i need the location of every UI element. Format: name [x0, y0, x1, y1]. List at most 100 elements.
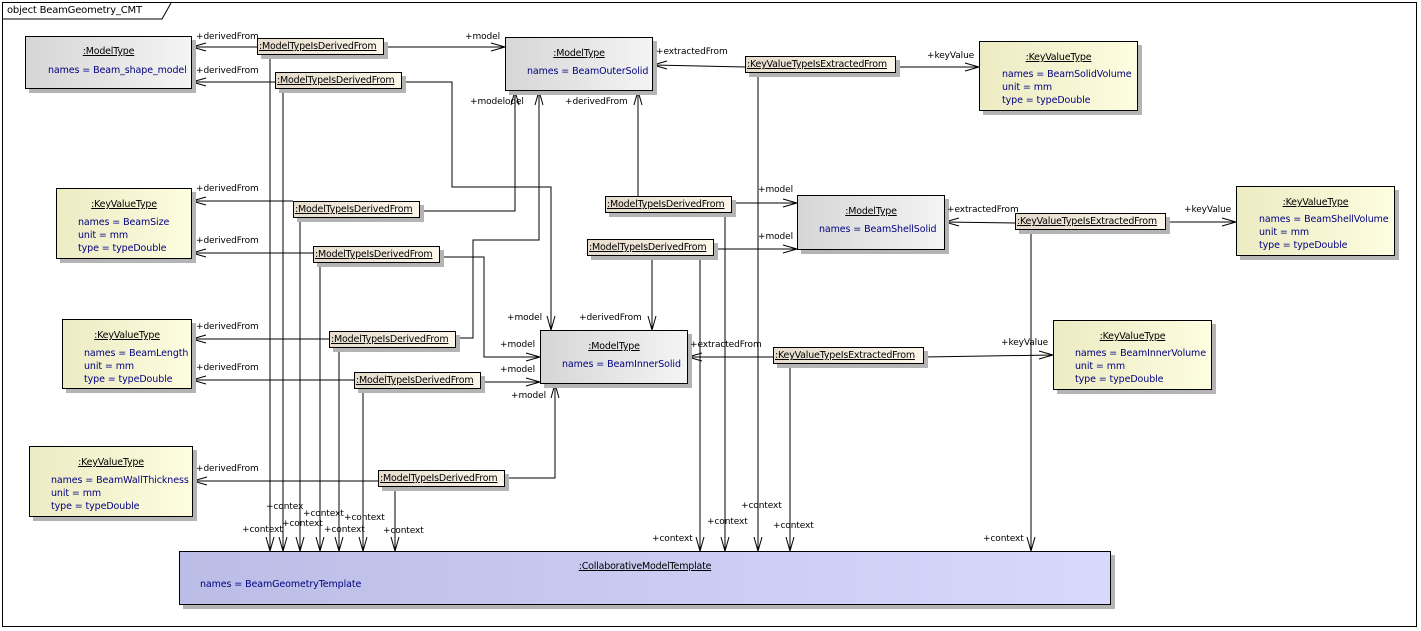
model-node-beam-shell-solid[interactable]: :ModelType names = BeamShellSolid [797, 195, 945, 250]
node-title: :KeyValueType [94, 330, 160, 341]
arrowhead-icon [651, 60, 668, 70]
connector-line [944, 221, 1016, 224]
arrowhead-icon [190, 334, 207, 344]
assoc-node-extracted-3[interactable]: :KeyValueTypeIsExtractedFrom [773, 347, 924, 364]
frame-title: object BeamGeometry_CMT [7, 5, 142, 16]
node-title: :ModelTypeIsDerivedFrom [315, 249, 433, 260]
role-label: +context [282, 519, 323, 529]
role-label: +model [758, 232, 793, 242]
role-label: +context [383, 526, 424, 536]
node-title: :KeyValueType [1025, 52, 1092, 63]
node-title: :KeyValueType [1099, 331, 1166, 342]
keyvalue-node-beam-inner-volume[interactable]: :KeyValueType names = BeamInnerVolume un… [1053, 320, 1212, 390]
node-title: :ModelType [588, 341, 640, 352]
role-label: +extractedFrom [947, 205, 1019, 215]
node-attr: unit = mm [84, 361, 135, 372]
arrowhead-icon [191, 476, 208, 486]
assoc-node-derived-9[interactable]: :ModelTypeIsDerivedFrom [587, 239, 714, 256]
assoc-node-derived-2[interactable]: :ModelTypeIsDerivedFrom [275, 72, 402, 89]
arrowhead-icon [190, 375, 207, 385]
keyvalue-node-beam-size[interactable]: :KeyValueType names = BeamSize unit = mm… [56, 188, 192, 259]
keyvalue-node-beam-length[interactable]: :KeyValueType names = BeamLength unit = … [62, 319, 192, 389]
node-title: :ModelType [553, 48, 605, 59]
node-title: :ModelTypeIsDerivedFrom [295, 204, 413, 215]
role-label: +derivedFrom [196, 66, 259, 76]
node-attr: names = BeamGeometryTemplate [200, 579, 362, 590]
node-title: :KeyValueTypeIsExtractedFrom [747, 59, 887, 70]
arrowhead-icon [943, 217, 960, 227]
keyvalue-node-beam-wall-thickness[interactable]: :KeyValueType names = BeamWallThickness … [29, 446, 193, 517]
role-label: +context [741, 501, 782, 511]
model-node-beam-inner-solid[interactable]: :ModelType names = BeamInnerSolid [540, 330, 688, 384]
connector-line [420, 91, 516, 212]
role-label: +derivedFrom [579, 313, 642, 323]
connector-line [652, 64, 746, 68]
role-label: +derivedFrom [196, 464, 259, 474]
role-label: +context [707, 517, 748, 527]
role-label: +context [242, 525, 283, 535]
model-node-beam-shape-model[interactable]: :ModelType names = Beam_shape_model [25, 36, 192, 89]
node-attr: type = typeDouble [1002, 95, 1091, 106]
connector-line [402, 81, 552, 330]
role-label: +derivedFrom [196, 32, 259, 42]
role-label: +context [324, 525, 365, 535]
assoc-node-extracted-1[interactable]: :KeyValueTypeIsExtractedFrom [745, 56, 896, 73]
node-title: :KeyValueType [1282, 197, 1349, 208]
node-attr: type = typeDouble [1259, 240, 1348, 251]
arrowhead-icon [190, 42, 207, 52]
node-attr: unit = mm [1002, 82, 1053, 93]
assoc-node-derived-3[interactable]: :ModelTypeIsDerivedFrom [293, 201, 420, 218]
role-label: +context [344, 513, 385, 523]
node-title: :KeyValueTypeIsExtractedFrom [775, 350, 915, 361]
role-label: +model [511, 391, 546, 401]
assoc-node-derived-4[interactable]: :ModelTypeIsDerivedFrom [313, 246, 440, 263]
role-label: +context [773, 521, 814, 531]
role-label: +context [652, 534, 693, 544]
node-title: :ModelTypeIsDerivedFrom [356, 375, 474, 386]
arrowhead-icon [633, 89, 643, 106]
role-label: +derivedFrom [196, 236, 259, 246]
keyvalue-node-beam-shell-volume[interactable]: :KeyValueType names = BeamShellVolume un… [1236, 186, 1395, 256]
assoc-node-derived-8[interactable]: :ModelTypeIsDerivedFrom [605, 196, 732, 213]
node-attr: type = typeDouble [84, 374, 173, 385]
connector-line [456, 91, 540, 339]
node-title: :ModelType [82, 46, 135, 57]
arrowhead-icon [190, 248, 207, 258]
node-title: :ModelType [845, 206, 897, 217]
node-attr: names = BeamSize [78, 217, 170, 228]
arrowhead-icon [190, 196, 207, 206]
node-title: :ModelTypeIsDerivedFrom [607, 199, 725, 210]
assoc-node-derived-6[interactable]: :ModelTypeIsDerivedFrom [354, 372, 481, 389]
node-attr: unit = mm [51, 488, 102, 499]
model-node-beam-outer-solid[interactable]: :ModelType names = BeamOuterSolid [505, 37, 653, 91]
connector-line [923, 354, 1054, 358]
role-label: +extractedFrom [656, 47, 728, 57]
arrowhead-icon [534, 89, 544, 106]
node-attr: unit = mm [78, 230, 129, 241]
role-label: +derivedFrom [196, 184, 259, 194]
role-label: +derivedFrom [196, 322, 259, 332]
arrowhead-icon [550, 382, 560, 399]
assoc-node-derived-1[interactable]: :ModelTypeIsDerivedFrom [257, 38, 384, 55]
node-attr: type = typeDouble [1075, 374, 1164, 385]
template-node-collaborative-model[interactable]: :CollaborativeModelTemplate names = Beam… [179, 551, 1111, 605]
role-label: +extractedFrom [690, 340, 762, 350]
node-attr: names = BeamInnerSolid [562, 359, 681, 370]
role-label: +modelodel [470, 97, 524, 107]
node-attr: names = BeamShellSolid [819, 224, 937, 235]
arrowhead-icon [190, 77, 207, 87]
role-label: +keyValue [927, 51, 975, 61]
node-attr: type = typeDouble [51, 501, 140, 512]
assoc-node-derived-7[interactable]: :ModelTypeIsDerivedFrom [378, 470, 505, 487]
role-label: +derivedFrom [196, 363, 259, 373]
keyvalue-node-beam-solid-volume[interactable]: :KeyValueType names = BeamSolidVolume un… [979, 41, 1138, 111]
role-label: +model [507, 313, 542, 323]
node-attr: names = Beam_shape_model [48, 65, 187, 76]
assoc-node-derived-5[interactable]: :ModelTypeIsDerivedFrom [329, 331, 456, 348]
node-attr: names = BeamWallThickness [51, 475, 189, 486]
connector-line [505, 384, 556, 479]
node-title: :ModelTypeIsDerivedFrom [277, 75, 395, 86]
assoc-node-extracted-2[interactable]: :KeyValueTypeIsExtractedFrom [1015, 213, 1166, 230]
role-label: +contex [266, 502, 304, 512]
